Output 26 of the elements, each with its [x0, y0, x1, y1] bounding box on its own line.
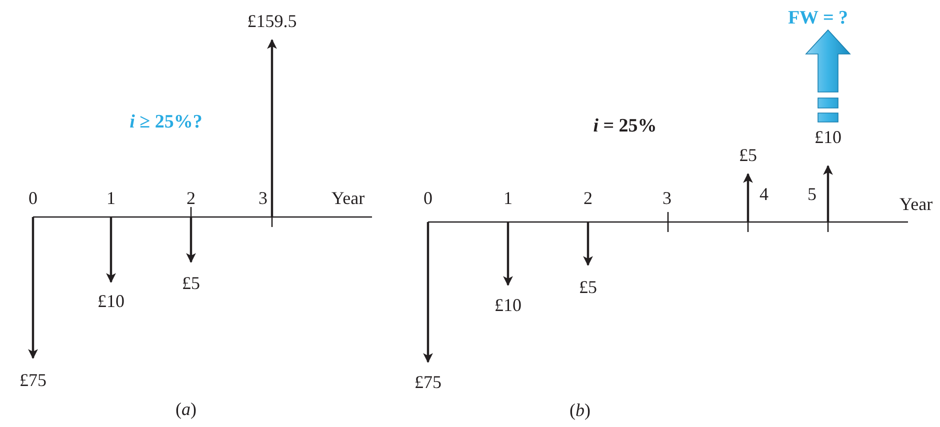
cash-flow-amount: £5 — [579, 278, 597, 296]
period-number: 5 — [808, 185, 816, 203]
cash-flow-amount: £10 — [814, 128, 842, 146]
panel-caption: (b) — [570, 401, 590, 419]
future-worth-question: FW = ? — [788, 8, 848, 28]
cash-flow-amount: £75 — [20, 371, 46, 389]
cash-flow-amount: £10 — [98, 292, 124, 310]
panel-caption: (a) — [176, 400, 196, 418]
axis-label: Year — [899, 195, 933, 213]
cash-flow-amount: £159.5 — [247, 12, 297, 30]
period-number: 4 — [760, 185, 768, 203]
period-number: 0 — [28, 189, 38, 207]
cash-flow-amount: £10 — [494, 296, 522, 314]
period-number: 1 — [504, 189, 512, 207]
cash-flow-amount: £5 — [182, 274, 200, 292]
period-number: 0 — [424, 189, 432, 207]
interest-rate-question: i ≥ 25%? — [130, 112, 202, 132]
axis-label: Year — [331, 189, 365, 207]
period-number: 2 — [186, 189, 196, 207]
period-number: 3 — [258, 189, 268, 207]
period-number: 3 — [662, 189, 672, 207]
cash-flow-amount: £75 — [414, 373, 442, 391]
period-number: 1 — [106, 189, 116, 207]
period-number: 2 — [584, 189, 592, 207]
cash-flow-amount: £5 — [739, 146, 757, 164]
interest-rate: i = 25% — [593, 116, 657, 136]
